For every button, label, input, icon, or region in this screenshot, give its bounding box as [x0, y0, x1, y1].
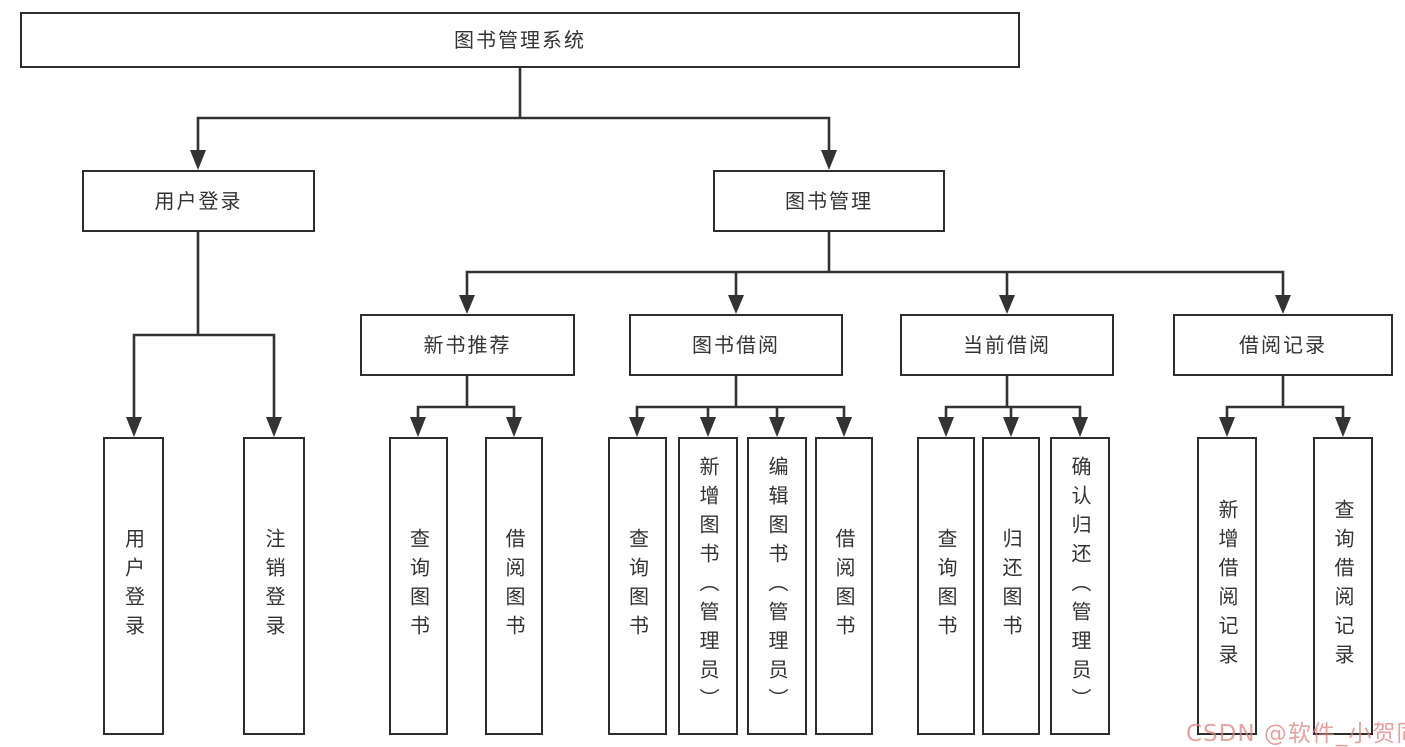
leaf-return-book: 归还图书 [982, 437, 1040, 735]
leaf-user-login: 用户登录 [103, 437, 164, 735]
leaf-query-book-borrow: 查询图书 [608, 437, 667, 735]
arrowheads [126, 150, 1351, 437]
leaf-query-book-current: 查询图书 [917, 437, 975, 735]
node-book-borrow: 图书借阅 [629, 314, 843, 376]
node-root: 图书管理系统 [20, 12, 1020, 68]
leaf-edit-book-admin: 编辑图书（管理员） [747, 437, 807, 735]
node-new-book-recommend: 新书推荐 [360, 314, 575, 376]
node-current-borrow: 当前借阅 [900, 314, 1114, 376]
leaf-add-book-admin: 新增图书（管理员） [678, 437, 738, 735]
csdn-watermark: CSDN @软件_小贺同学 [1186, 721, 1405, 747]
leaf-logout: 注销登录 [243, 437, 305, 735]
node-book-management: 图书管理 [713, 170, 945, 232]
node-user-login: 用户登录 [82, 170, 315, 232]
leaf-query-book-recommend: 查询图书 [389, 437, 448, 735]
leaf-borrow-book-recommend: 借阅图书 [485, 437, 543, 735]
leaf-query-borrow-record: 查询借阅记录 [1313, 437, 1373, 735]
node-borrow-records: 借阅记录 [1173, 314, 1393, 376]
leaf-add-borrow-record: 新增借阅记录 [1197, 437, 1257, 735]
leaf-borrow-book: 借阅图书 [815, 437, 873, 735]
leaf-confirm-return-admin: 确认归还（管理员） [1050, 437, 1110, 735]
